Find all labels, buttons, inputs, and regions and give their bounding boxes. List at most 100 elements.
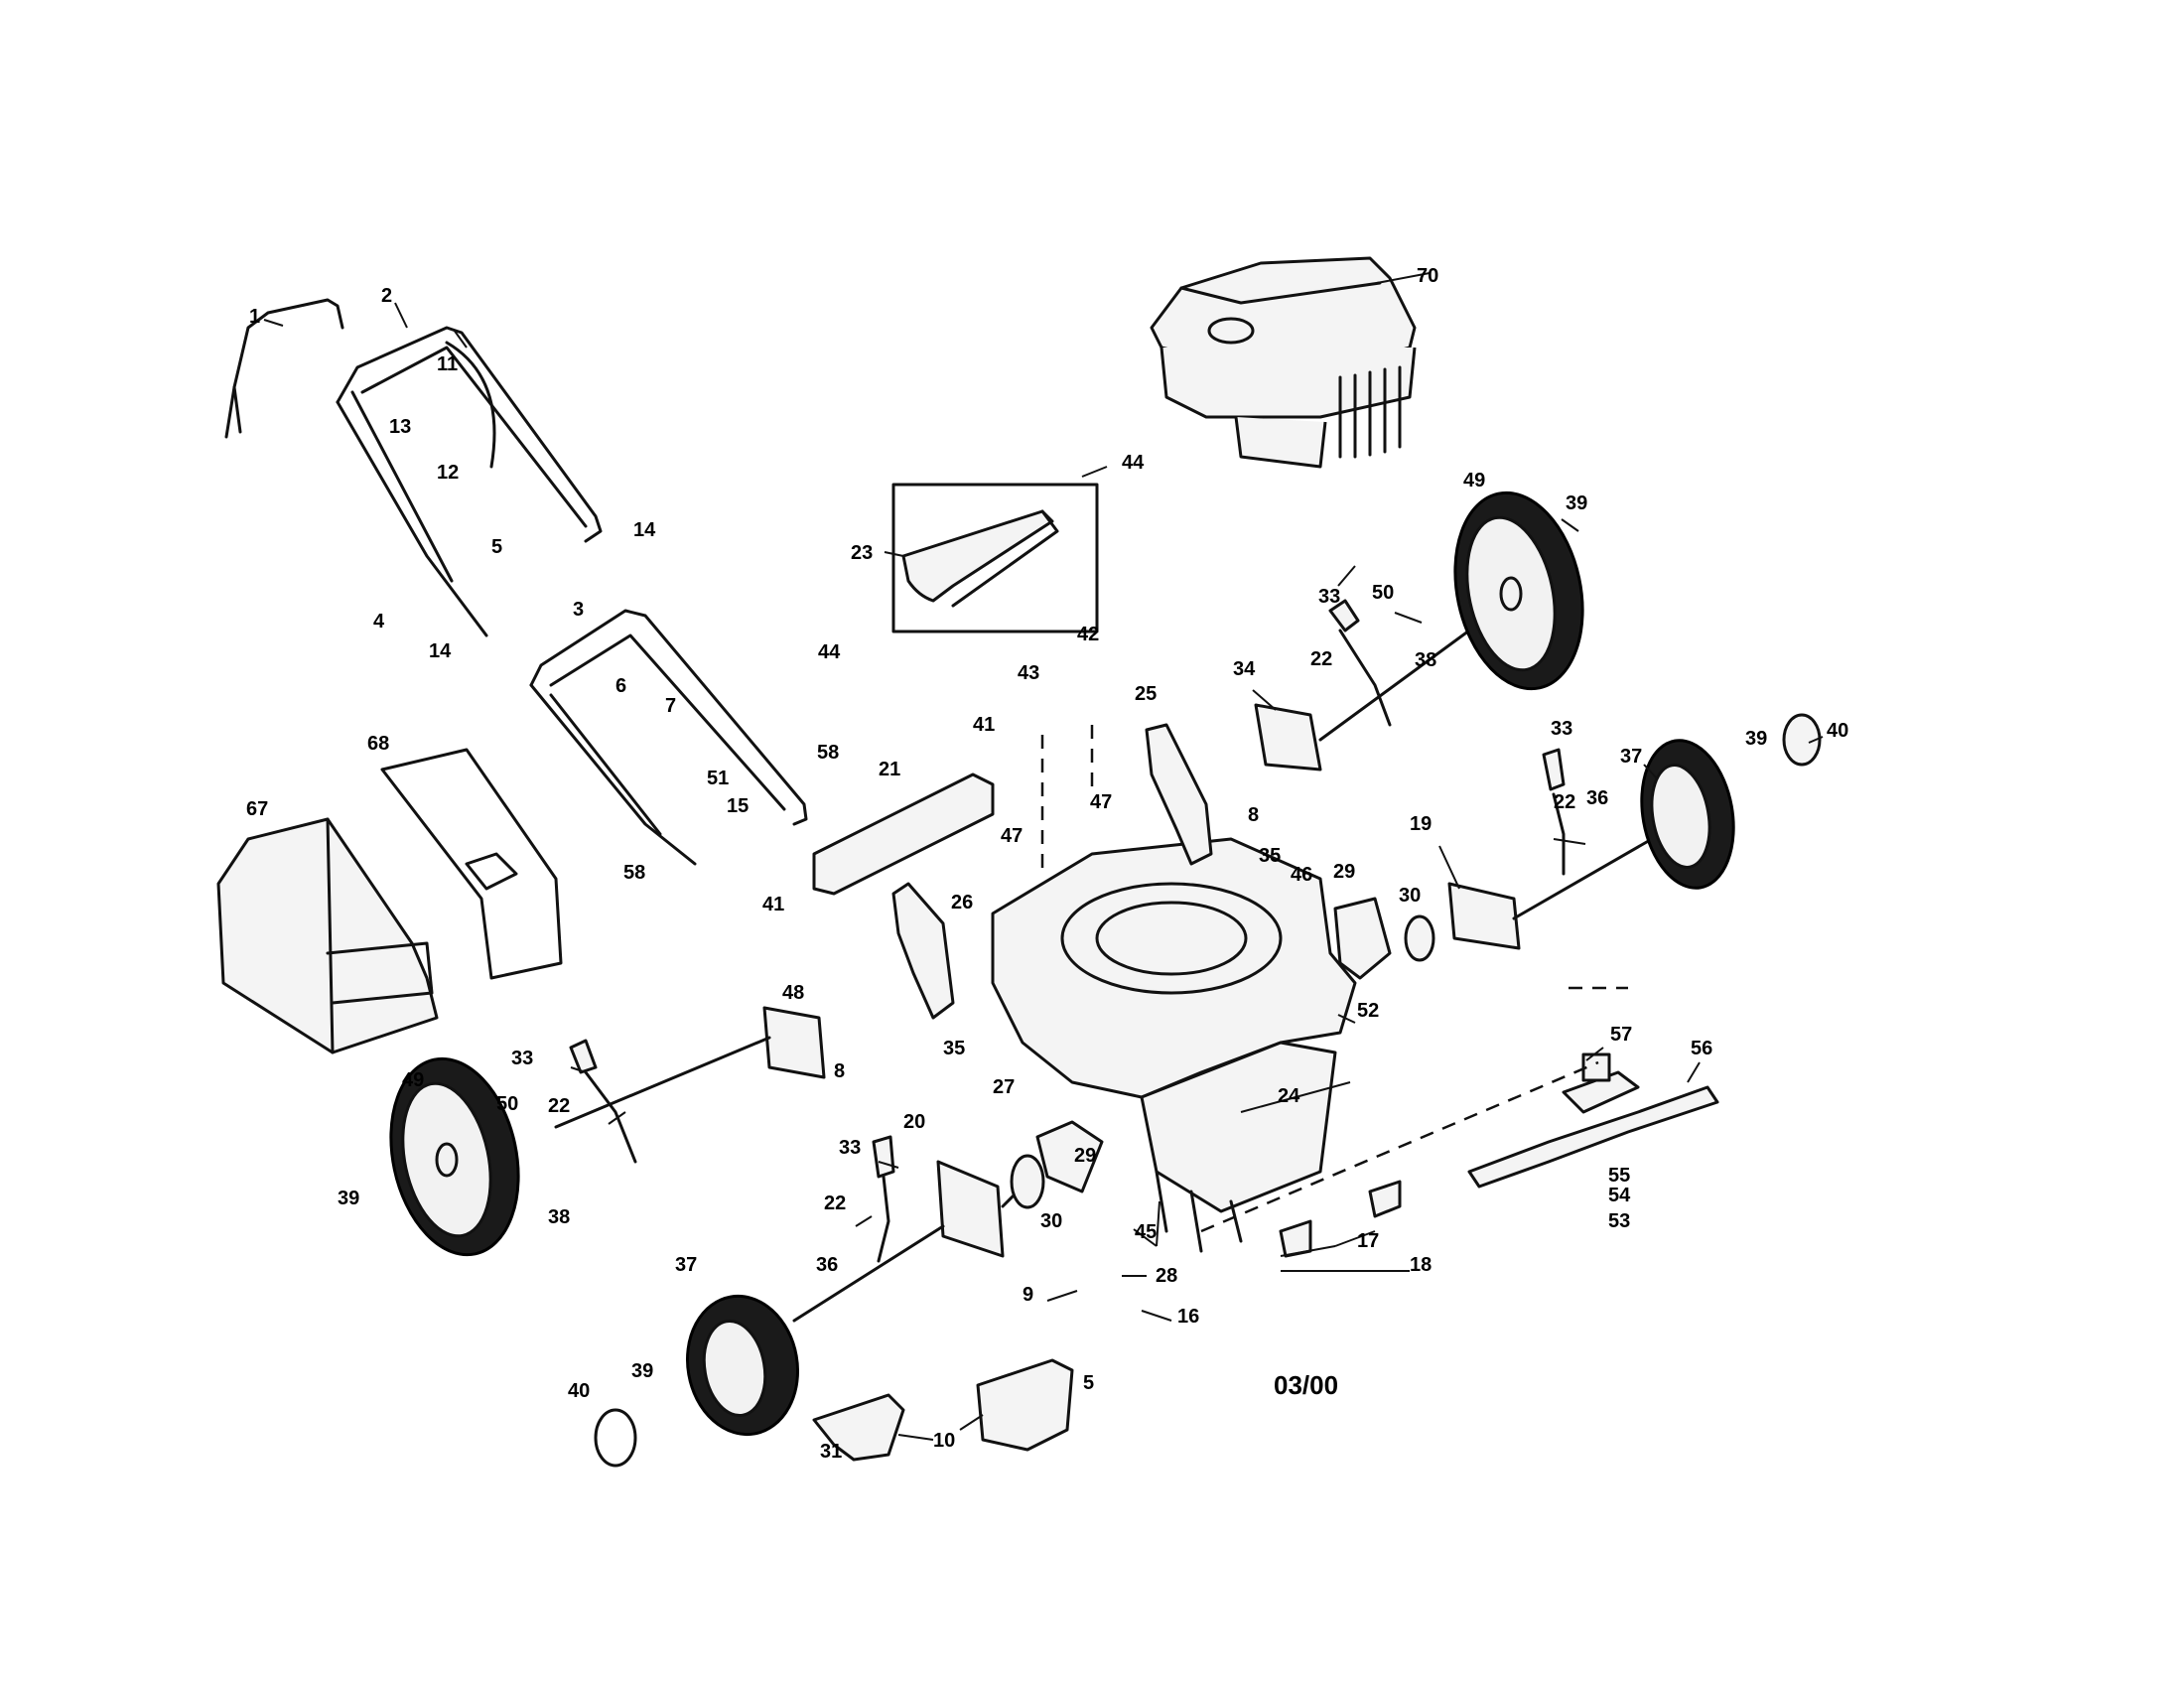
callout-44-upper: 44 bbox=[1122, 452, 1145, 474]
leader-lines bbox=[263, 272, 1824, 1441]
callout-14-lower: 14 bbox=[429, 640, 452, 662]
part-mulch-cover bbox=[976, 1358, 1074, 1452]
part-rear-wheel-right bbox=[1453, 491, 1584, 691]
part-height-adjuster-left bbox=[891, 882, 955, 1020]
callout-1: 1 bbox=[249, 306, 260, 328]
callout-17: 17 bbox=[1357, 1230, 1379, 1252]
callout-50-upper: 50 bbox=[1372, 582, 1394, 604]
callout-7: 7 bbox=[665, 695, 676, 717]
part-engine bbox=[1150, 256, 1417, 469]
assembly-lines bbox=[1040, 725, 1628, 1233]
callout-14-upper: 14 bbox=[633, 519, 656, 541]
callout-29-lower: 29 bbox=[1074, 1145, 1096, 1167]
callout-10: 10 bbox=[933, 1430, 955, 1452]
callout-35-upper: 35 bbox=[1259, 845, 1281, 867]
callout-54: 54 bbox=[1608, 1185, 1631, 1206]
callout-33-left: 33 bbox=[511, 1048, 533, 1069]
callout-49-left: 49 bbox=[402, 1069, 424, 1091]
callout-41-lower: 41 bbox=[762, 894, 784, 915]
callout-47-upper: 47 bbox=[1090, 791, 1112, 813]
part-rear-wheel-left bbox=[389, 1056, 520, 1257]
callout-48: 48 bbox=[782, 982, 804, 1004]
part-height-lever-front-left bbox=[872, 1135, 895, 1263]
callout-25: 25 bbox=[1135, 683, 1157, 705]
callout-38-left: 38 bbox=[548, 1206, 570, 1228]
callout-49-upper: 49 bbox=[1463, 470, 1485, 491]
callout-58-lower: 58 bbox=[623, 862, 645, 884]
callout-35-lower: 35 bbox=[943, 1038, 965, 1059]
callout-45: 45 bbox=[1135, 1221, 1157, 1243]
callout-36-right: 36 bbox=[1586, 787, 1608, 809]
part-drive-plate-left bbox=[1035, 1120, 1104, 1193]
part-mower-deck bbox=[991, 837, 1357, 1253]
callout-26: 26 bbox=[951, 892, 973, 913]
part-handle-bracket bbox=[891, 483, 1099, 633]
callout-55: 55 bbox=[1608, 1165, 1630, 1187]
callout-46: 46 bbox=[1291, 864, 1312, 886]
callout-42: 42 bbox=[1077, 624, 1099, 645]
callout-22-right: 22 bbox=[1554, 791, 1575, 813]
callout-21: 21 bbox=[879, 759, 900, 780]
callout-39-right: 39 bbox=[1745, 728, 1767, 750]
part-blade-adapter bbox=[1562, 1052, 1640, 1114]
callout-37-left: 37 bbox=[675, 1254, 697, 1276]
callout-56: 56 bbox=[1691, 1038, 1712, 1059]
part-height-lever-rear-right bbox=[1328, 599, 1392, 727]
callout-6: 6 bbox=[615, 675, 626, 697]
callout-29-right: 29 bbox=[1333, 861, 1355, 883]
callout-51: 51 bbox=[707, 768, 729, 789]
callout-5-upper: 5 bbox=[491, 536, 502, 558]
part-front-wheel-right bbox=[1640, 739, 1735, 890]
callout-8-upper: 8 bbox=[1248, 804, 1259, 826]
callout-3: 3 bbox=[573, 599, 584, 621]
part-axle-plate-19 bbox=[1447, 882, 1521, 950]
part-front-wheel-left bbox=[685, 1294, 800, 1437]
callout-15: 15 bbox=[727, 795, 749, 817]
callout-52: 52 bbox=[1357, 1000, 1379, 1022]
callout-41-upper: 41 bbox=[973, 714, 995, 736]
callout-44-lower: 44 bbox=[818, 641, 841, 663]
callout-16: 16 bbox=[1177, 1306, 1199, 1328]
callout-22-left: 22 bbox=[548, 1095, 570, 1117]
callout-43: 43 bbox=[1018, 662, 1039, 684]
callout-labels: 1 2 11 13 12 14 5 4 14 3 6 7 58 51 15 58… bbox=[246, 265, 1848, 1463]
callout-22-upper: 22 bbox=[1310, 648, 1332, 670]
diagram-date-code: 03/00 bbox=[1274, 1370, 1338, 1400]
part-lower-handle bbox=[529, 609, 808, 866]
callout-13: 13 bbox=[389, 416, 411, 438]
part-axle-plate-20 bbox=[936, 1160, 1005, 1258]
part-axle-plate-34 bbox=[1254, 703, 1322, 772]
part-control-bail bbox=[224, 298, 344, 439]
part-spacer-left bbox=[1010, 1154, 1045, 1209]
callout-24: 24 bbox=[1278, 1085, 1300, 1107]
callout-50-left: 50 bbox=[496, 1093, 518, 1115]
part-wheel-ring-left bbox=[594, 1408, 637, 1468]
callout-34: 34 bbox=[1233, 658, 1256, 680]
callout-39-upper: 39 bbox=[1566, 492, 1587, 514]
callout-27: 27 bbox=[993, 1076, 1015, 1098]
callout-9: 9 bbox=[1023, 1284, 1033, 1306]
callout-70: 70 bbox=[1417, 265, 1438, 287]
part-height-lever-rear-left bbox=[569, 1039, 637, 1164]
callout-57: 57 bbox=[1610, 1024, 1632, 1046]
callout-39-lower: 39 bbox=[631, 1360, 653, 1382]
part-spacer-right bbox=[1404, 914, 1435, 962]
callout-33-lower: 33 bbox=[839, 1137, 861, 1159]
callout-53: 53 bbox=[1608, 1210, 1630, 1232]
callout-4: 4 bbox=[373, 611, 385, 632]
part-bracket-17 bbox=[1279, 1180, 1402, 1258]
callout-37-right: 37 bbox=[1620, 746, 1642, 768]
callout-8-lower: 8 bbox=[834, 1060, 845, 1082]
callout-38-upper: 38 bbox=[1415, 649, 1436, 671]
part-rear-baffle bbox=[812, 772, 995, 896]
callout-18: 18 bbox=[1410, 1254, 1432, 1276]
callout-23: 23 bbox=[851, 542, 873, 564]
callout-58-upper: 58 bbox=[817, 742, 839, 764]
callout-40-left: 40 bbox=[568, 1380, 590, 1402]
callout-30-right: 30 bbox=[1399, 885, 1421, 907]
callout-31: 31 bbox=[820, 1441, 842, 1463]
part-upper-handle bbox=[336, 326, 603, 637]
callout-47-lower: 47 bbox=[1001, 825, 1023, 847]
part-wheel-cover-right bbox=[1782, 713, 1822, 767]
part-height-lever-front-right bbox=[1542, 748, 1566, 876]
